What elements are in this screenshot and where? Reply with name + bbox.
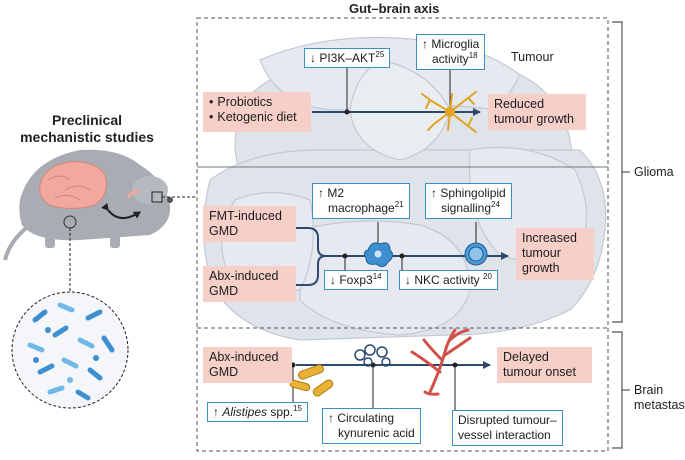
nkc-activity-box: ↓ NKC activity 20 bbox=[399, 270, 498, 290]
nk-cell-icon bbox=[464, 242, 488, 266]
reduced-tumour-growth-box: Reduced tumour growth bbox=[488, 94, 586, 130]
microglia-activity-box: ↑ Microglia activity18 bbox=[416, 34, 486, 70]
tumour-label: Tumour bbox=[511, 50, 554, 64]
diagram-title: Gut–brain axis bbox=[349, 1, 440, 16]
increased-tumour-growth-box: Increased tumour growth bbox=[516, 228, 594, 280]
bacteria-icons bbox=[27, 302, 115, 401]
brain-metastasis-label: Brain metastasis bbox=[634, 383, 685, 412]
macrophage-icon bbox=[363, 242, 394, 268]
alistipes-box: ↑ Alistipes spp.15 bbox=[207, 402, 308, 422]
sphingolipid-signalling-box: ↑ Sphingolipid signalling24 bbox=[425, 183, 512, 219]
mouse-icon bbox=[3, 149, 173, 261]
disrupted-vessel-box: Disrupted tumour– vessel interaction bbox=[452, 410, 563, 446]
preclinical-title: Preclinical mechanistic studies bbox=[20, 112, 154, 145]
pi3k-akt-box: ↓ PI3K–AKT25 bbox=[304, 48, 391, 68]
alistipes-bacteria-icon bbox=[289, 364, 334, 397]
glioma-label: Glioma bbox=[634, 165, 674, 179]
kynurenic-acid-box: ↑ Circulating kynurenic acid bbox=[322, 408, 421, 444]
delayed-tumour-onset-box: Delayed tumour onset bbox=[497, 347, 592, 383]
abx-induced-gmd-box-metastasis: Abx-induced GMD bbox=[203, 347, 292, 383]
kynurenic-acid-icon bbox=[354, 344, 391, 367]
m2-macrophage-box: ↑ M2 macrophage21 bbox=[312, 183, 410, 219]
abx-induced-gmd-box-glioma: Abx-induced GMD bbox=[203, 266, 296, 302]
fmt-induced-gmd-box: FMT-induced GMD bbox=[203, 206, 296, 242]
probiotics-ketogenic-box: Probiotics Ketogenic diet bbox=[203, 92, 311, 132]
blood-vessel-icon bbox=[410, 328, 472, 396]
foxp3-box: ↓ Foxp314 bbox=[324, 270, 388, 290]
